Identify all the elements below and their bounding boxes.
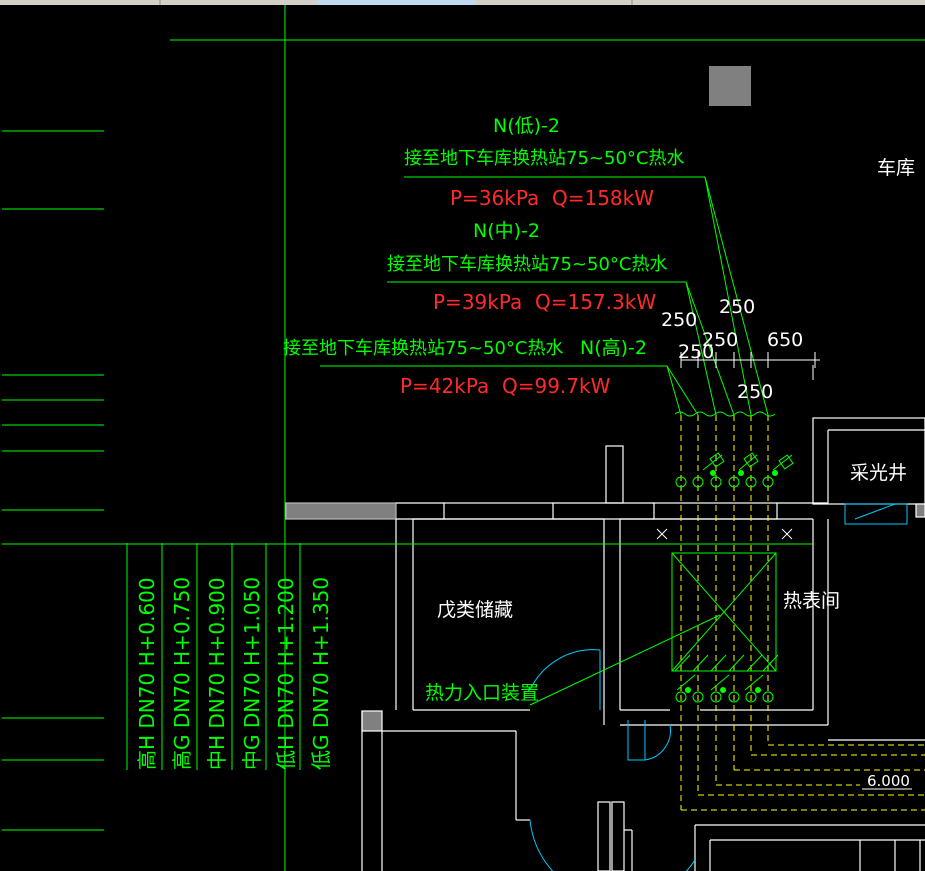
dim-text-5: 650 [767,329,803,351]
params-n-mid: P=39kPa Q=157.3kW [433,290,656,314]
toolbar-tab[interactable] [318,0,476,5]
dim-text-2: 250 [719,296,755,318]
dim-text-3: 250 [702,329,738,351]
dim-text-6: 250 [737,381,773,403]
leader-lines [320,176,769,416]
heat-meter-box [529,552,777,706]
grey-marker-block [709,66,751,106]
tag-n-high: N(高)-2 [580,337,647,359]
room-garage: 车库 [877,157,915,179]
tag-n-low: N(低)-2 [493,115,560,137]
valve-row-bottom [674,654,779,703]
break-line [674,411,776,417]
x-marks [656,528,793,540]
pipe-label-4: 中G DN70 H+1.050 [240,577,264,770]
pipe-label-1: 高H DN70 H+0.600 [135,577,159,770]
pipe-label-grid [126,543,301,770]
params-n-low: P=36kPa Q=158kW [450,186,654,210]
desc-n-low: 接至地下车库换热站75~50°C热水 [404,148,684,169]
pipe-label-5: 低H DN70 H+1.200 [274,577,298,770]
desc-n-high: 接至地下车库换热站75~50°C热水 [283,338,563,359]
desc-n-mid: 接至地下车库换热站75~50°C热水 [387,254,667,275]
valve-dots-top [710,470,778,476]
dimension-lines [680,352,820,380]
valve-row-top [675,452,794,488]
label-heat-inlet: 热力入口装置 [425,682,539,704]
door-swings [529,503,908,871]
params-n-high: P=42kPa Q=99.7kW [400,374,611,398]
elevation-text: 6.000 [867,772,910,790]
dim-text-4: 250 [678,341,714,363]
pipe-label-6: 低G DN70 H+1.350 [309,577,333,770]
pipe-label-2: 高G DN70 H+0.750 [170,577,194,770]
dim-text-1: 250 [661,309,697,331]
room-storage: 戊类储藏 [437,599,513,621]
pipe-label-3: 中H DN70 H+0.900 [205,577,229,770]
building-walls [285,417,925,871]
tag-n-mid: N(中)-2 [473,220,540,242]
left-level-marks [2,130,285,831]
valve-dots-bottom [685,687,761,693]
room-skylight-well: 采光井 [850,462,907,484]
room-heat-meter: 热表间 [783,590,840,612]
